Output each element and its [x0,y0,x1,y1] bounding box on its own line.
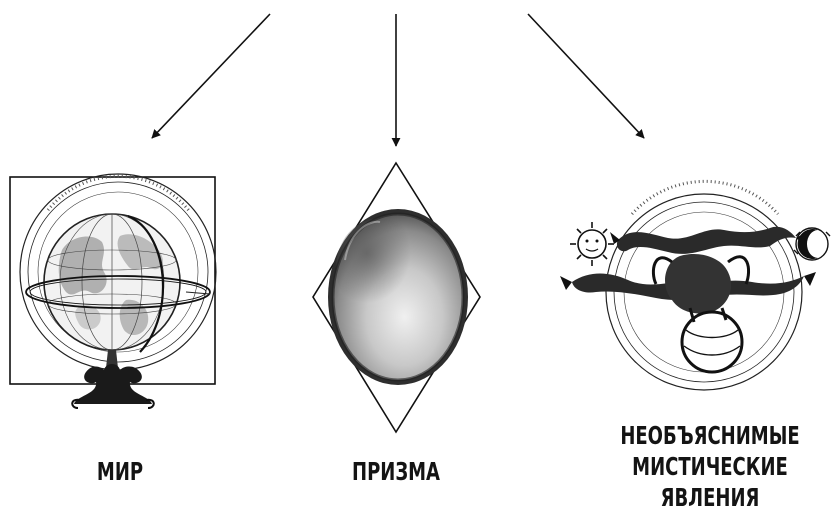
node-label-phenomena: НЕОБЪЯСНИМЫЕ МИСТИЧЕСКИЕ ЯВЛЕНИЯ [602,420,818,513]
node-label-prism: ПРИЗМА [324,456,468,487]
oval-mirror-in-rhombus-icon [313,163,480,432]
node-label-phenomena-line-2: МИСТИЧЕСКИЕ [602,451,818,482]
node-label-phenomena-line-3: ЯВЛЕНИЯ [602,482,818,513]
node-label-world: МИР [48,456,192,487]
globe-engraving-icon [10,174,216,408]
arrow-to-phenomena [528,14,644,138]
arrows [152,14,644,146]
sun-icon [570,222,614,266]
node-label-phenomena-line-1: НЕОБЪЯСНИМЫЕ [602,420,818,451]
node-label-prism-text: ПРИЗМА [324,456,468,487]
alchemical-dragons-sun-moon-icon [560,181,830,390]
arrow-to-world [152,14,270,138]
node-label-world-text: МИР [48,456,192,487]
moon-icon [794,228,830,260]
